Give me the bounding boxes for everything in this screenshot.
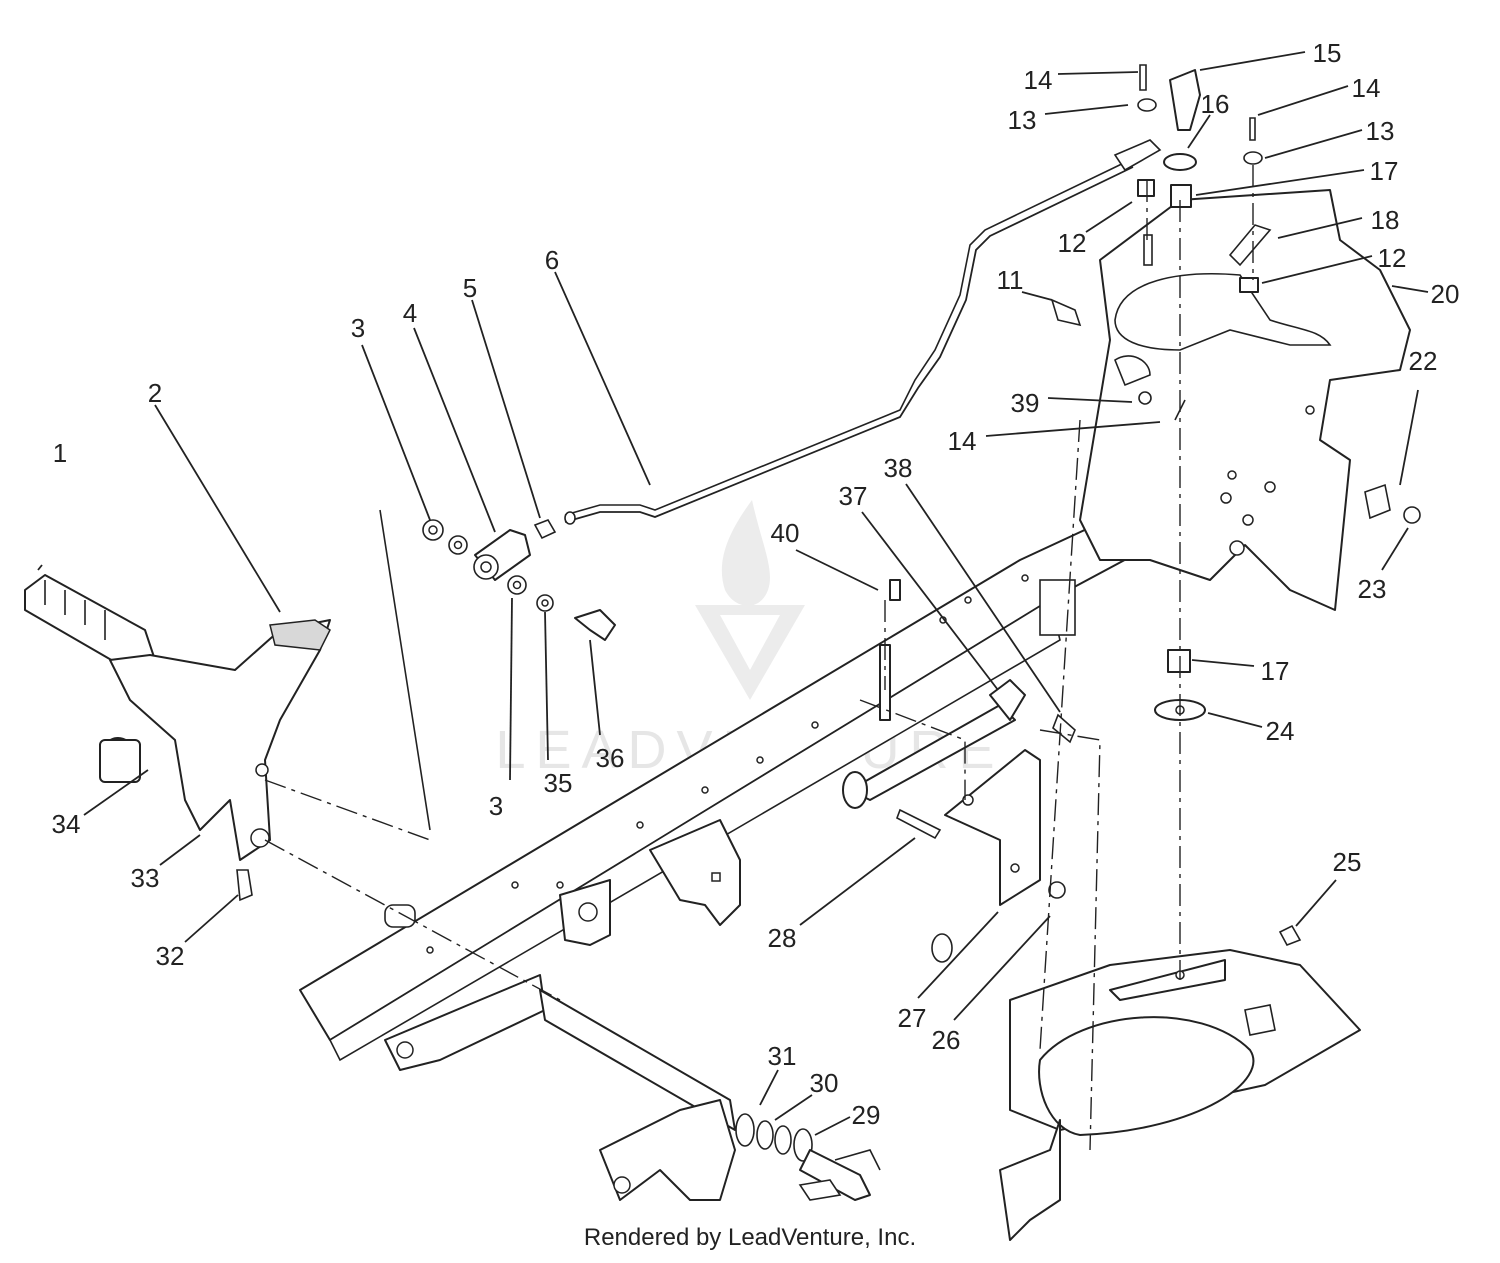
callout-label-36: 36 xyxy=(596,743,625,773)
callout-leader-26 xyxy=(1264,129,1363,159)
callout-leader-4 xyxy=(471,299,541,519)
callout-leader-25 xyxy=(1257,85,1349,116)
callout-label-13: 13 xyxy=(1008,105,1037,135)
callout-label-18: 18 xyxy=(1371,205,1400,235)
callout-leader-2 xyxy=(361,344,431,521)
callout-label-16: 16 xyxy=(1201,89,1230,119)
rod-end-hardware xyxy=(379,509,616,831)
callout-leader-5 xyxy=(554,271,651,486)
pedal-assembly xyxy=(24,574,416,928)
callout-label-38: 38 xyxy=(884,453,913,483)
callout-leader-37 xyxy=(1191,659,1255,667)
callout-leader-22 xyxy=(1057,71,1139,75)
callout-leader-0 xyxy=(37,564,43,571)
callout-leader-7 xyxy=(544,611,549,761)
callout-leader-1 xyxy=(154,404,281,613)
callout-leader-30 xyxy=(1261,255,1373,284)
callout-leader-31 xyxy=(1391,285,1429,293)
callout-label-33: 33 xyxy=(131,863,160,893)
callout-leader-9 xyxy=(83,769,149,816)
callout-leader-21 xyxy=(1199,51,1306,71)
callout-leader-6 xyxy=(509,597,513,781)
callout-leader-24 xyxy=(1187,114,1211,149)
callout-leader-3 xyxy=(413,327,496,533)
callout-label-12: 12 xyxy=(1378,243,1407,273)
callout-label-23: 23 xyxy=(1358,574,1387,604)
callout-label-39: 39 xyxy=(1011,388,1040,418)
callout-leader-19 xyxy=(774,1094,813,1121)
callout-leader-28 xyxy=(1085,201,1133,233)
callout-label-22: 22 xyxy=(1409,346,1438,376)
callout-leader-23 xyxy=(1044,104,1129,115)
callout-label-14: 14 xyxy=(1352,73,1381,103)
callout-label-31: 31 xyxy=(768,1041,797,1071)
callout-leader-20 xyxy=(814,1116,851,1136)
callout-leader-32 xyxy=(1021,291,1053,301)
callout-label-2: 2 xyxy=(148,378,162,408)
callout-label-34: 34 xyxy=(52,809,81,839)
callout-label-15: 15 xyxy=(1313,38,1342,68)
callout-leader-39 xyxy=(1295,879,1337,927)
callout-label-12: 12 xyxy=(1058,228,1087,258)
callout-label-26: 26 xyxy=(932,1025,961,1055)
callout-leader-27 xyxy=(1195,169,1365,196)
callout-label-3: 3 xyxy=(489,791,503,821)
callout-leader-14 xyxy=(905,483,1061,713)
centerlines xyxy=(264,165,1254,1151)
callout-label-37: 37 xyxy=(839,481,868,511)
callout-label-17: 17 xyxy=(1370,156,1399,186)
callout-label-4: 4 xyxy=(403,298,417,328)
callout-label-3: 3 xyxy=(351,313,365,343)
callout-leader-29 xyxy=(1277,217,1363,239)
callout-label-27: 27 xyxy=(898,1003,927,1033)
callout-label-24: 24 xyxy=(1266,716,1295,746)
callout-leader-33 xyxy=(1047,397,1133,403)
callout-label-25: 25 xyxy=(1333,847,1362,877)
callout-label-20: 20 xyxy=(1431,279,1460,309)
pedal-bracket-plate xyxy=(1039,189,1411,636)
callout-leader-10 xyxy=(159,834,201,866)
callout-leader-38 xyxy=(1207,712,1263,728)
linkage-rod xyxy=(564,139,1162,525)
lower-housing xyxy=(931,924,1361,1241)
callout-label-28: 28 xyxy=(768,923,797,953)
top-hardware xyxy=(1050,64,1421,721)
callout-leader-8 xyxy=(589,639,601,736)
callout-label-13: 13 xyxy=(1366,116,1395,146)
callout-label-29: 29 xyxy=(852,1100,881,1130)
callout-leader-16 xyxy=(917,911,999,999)
callout-leader-18 xyxy=(759,1069,779,1106)
callout-label-35: 35 xyxy=(544,768,573,798)
callout-leader-36 xyxy=(1381,527,1409,571)
callout-leader-13 xyxy=(861,511,999,691)
callout-label-14: 14 xyxy=(1024,65,1053,95)
callout-leader-35 xyxy=(1399,389,1419,486)
callout-label-6: 6 xyxy=(545,245,559,275)
callout-label-32: 32 xyxy=(156,941,185,971)
callout-label-30: 30 xyxy=(810,1068,839,1098)
callout-leader-11 xyxy=(184,894,239,943)
watermark-v-icon xyxy=(695,605,805,700)
callout-leader-34 xyxy=(985,421,1161,437)
callout-label-40: 40 xyxy=(771,518,800,548)
lower-shaft-assembly xyxy=(384,974,881,1201)
callout-label-11: 11 xyxy=(997,265,1024,295)
callout-leader-15 xyxy=(799,837,916,926)
callout-leader-17 xyxy=(953,915,1051,1021)
callout-label-14: 14 xyxy=(948,426,977,456)
watermark-flame-icon xyxy=(721,500,770,606)
callout-label-5: 5 xyxy=(463,273,477,303)
footer-credit: Rendered by LeadVenture, Inc. xyxy=(583,1224,917,1251)
callout-label-17: 17 xyxy=(1261,656,1290,686)
callout-leader-12 xyxy=(795,549,879,591)
callout-label-1: 1 xyxy=(53,438,67,468)
